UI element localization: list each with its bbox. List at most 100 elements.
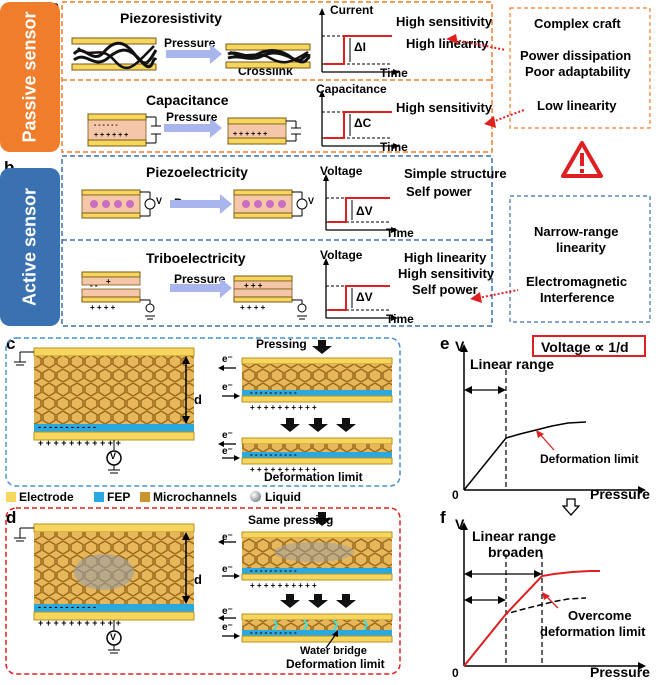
panel-f-overcome-2: deformation limit bbox=[540, 624, 646, 639]
svg-text:+ + + + + + + + + +: + + + + + + + + + + bbox=[250, 465, 317, 474]
panel-e-origin: 0 bbox=[452, 488, 459, 502]
panel-c-deformation: Deformation limit bbox=[264, 470, 363, 484]
panel-e-y-label: V bbox=[455, 338, 465, 354]
piezoelectricity-diagram bbox=[81, 189, 308, 219]
svg-text:- - - - - - - - - -: - - - - - - - - - - bbox=[250, 450, 297, 459]
delta-i-label: ΔI bbox=[354, 40, 366, 54]
legend-fep-swatch bbox=[94, 492, 104, 502]
svg-text:- - - - - - - - - -: - - - - - - - - - - bbox=[250, 388, 297, 397]
panel-c-electron-3: e⁻ bbox=[222, 430, 233, 441]
svg-text:- - - - - - - - - -: - - - - - - - - - - bbox=[250, 628, 297, 637]
active-sensor-tab: Active sensor bbox=[0, 168, 60, 326]
delta-v-label-1: ΔV bbox=[356, 204, 373, 218]
passive-drawback-3: Poor adaptability bbox=[525, 64, 631, 79]
active-drawback-3: Electromagnetic bbox=[526, 274, 628, 289]
bottom-electrode bbox=[71, 63, 157, 71]
legend-fep-label: FEP bbox=[107, 490, 131, 504]
triboelectricity-diagram: + - - + + + + + + + + + + + bbox=[81, 271, 307, 320]
panel-b-letter: b bbox=[4, 158, 14, 178]
active-drawback-1: Narrow-range bbox=[534, 224, 619, 239]
passive-sensor-tab: Passive sensor bbox=[0, 2, 60, 152]
panel-d-letter: d bbox=[6, 508, 17, 527]
panel-f-linear-label-1: Linear range bbox=[472, 528, 557, 544]
piezoresistivity-arrow-label: Pressure bbox=[164, 36, 216, 50]
legend-liquid-swatch bbox=[250, 491, 261, 502]
panel-d-electron-2: e⁻ bbox=[222, 564, 233, 575]
panel-f-x-label: Pressure bbox=[590, 664, 650, 680]
panel-f-y-label: V bbox=[455, 516, 465, 532]
tribo-voltage-label: Voltage bbox=[320, 248, 363, 262]
pointer-arrows bbox=[446, 34, 525, 303]
legend-microchannels-swatch bbox=[140, 492, 150, 502]
svg-text:+ + + + + + + + + +: + + + + + + + + + + + bbox=[38, 618, 121, 628]
svg-text:+ + + + + + + + + +: + + + + + + + + + + bbox=[250, 581, 317, 590]
svg-text:+ + + +: + + + + bbox=[240, 303, 266, 312]
delta-c-label: ΔC bbox=[354, 116, 372, 130]
tribo-feature-2: High sensitivity bbox=[398, 266, 495, 281]
legend-microchannels-label: Microchannels bbox=[153, 490, 238, 504]
panel-c-pressing: Pressing bbox=[256, 337, 307, 351]
capacitance-time-label: Time bbox=[380, 140, 408, 154]
svg-text:- - - - - - - - - -: - - - - - - - - - - - bbox=[38, 422, 96, 432]
panel-d-electron-1: e⁻ bbox=[222, 532, 233, 543]
piezo-voltage-graph bbox=[323, 174, 398, 233]
panel-d-device-left: - - - - - - - - - - - + + + + + + + + + … bbox=[14, 523, 195, 654]
panel-e-limit-label: Deformation limit bbox=[540, 452, 639, 466]
panel-e-letter: e bbox=[440, 334, 450, 353]
panel-c-electron-2: e⁻ bbox=[222, 382, 233, 393]
passive-drawback-2: Power dissipation bbox=[520, 48, 632, 63]
capacitance-diagram: - - - - - - + + + + + + + + + + + + bbox=[87, 113, 301, 147]
passive-drawback-4: Low linearity bbox=[537, 98, 617, 113]
piezoresistivity-feature-2: High linearity bbox=[406, 36, 489, 51]
legend-electrode-label: Electrode bbox=[19, 490, 74, 504]
warning-icon bbox=[561, 141, 603, 178]
passive-drawback-1: Complex craft bbox=[534, 16, 621, 31]
svg-text:- - - - - -: - - - - - - bbox=[94, 122, 118, 129]
panel-d-pressing: Same pressing bbox=[248, 513, 334, 527]
panel-f-letter: f bbox=[440, 508, 446, 527]
svg-text:+: + bbox=[106, 277, 111, 286]
current-time-label: Time bbox=[380, 66, 408, 80]
piezoresistivity-feature-1: High sensitivity bbox=[396, 14, 493, 29]
capacitance-graph bbox=[319, 90, 400, 149]
formula-box: Voltage ∝ 1/d bbox=[532, 335, 646, 357]
panel-f-chart bbox=[460, 522, 646, 670]
piezo-time-label: Time bbox=[386, 226, 414, 240]
legend-electrode-swatch bbox=[6, 492, 16, 502]
panel-e-chart bbox=[460, 344, 646, 494]
tribo-feature-1: High linearity bbox=[404, 250, 487, 265]
tribo-voltage-graph bbox=[323, 258, 398, 321]
pressure-arrow bbox=[166, 44, 222, 64]
svg-text:+ + + +: + + + + bbox=[90, 303, 116, 312]
panel-d-water-bridge: Water bridge bbox=[300, 645, 367, 657]
piezoresistivity-title: Piezoresistivity bbox=[120, 10, 222, 26]
panel-d-electron-4: e⁻ bbox=[222, 622, 233, 633]
panel-d-device-right: - - - - - - - - - - + + + + + + + + + + … bbox=[218, 512, 393, 649]
panel-d-d-label: d bbox=[194, 572, 202, 587]
piezo-feature-1: Simple structure bbox=[404, 166, 507, 181]
active-drawback-4: Interference bbox=[540, 290, 615, 305]
piezo-voltage-label: Voltage bbox=[320, 164, 363, 178]
panel-d-deformation: Deformation limit bbox=[286, 657, 385, 671]
panel-c-device-left: - - - - - - - - - - - + + + + + + + + + … bbox=[14, 347, 195, 474]
panel-e-linear-label: Linear range bbox=[470, 356, 555, 372]
active-drawback-2: linearity bbox=[556, 240, 606, 255]
svg-text:- - - - - - - - - -: - - - - - - - - - - - bbox=[38, 602, 96, 612]
triboelectricity-title: Triboelectricity bbox=[146, 250, 246, 266]
panel-c-device-right: - - - - - - - - - - + + + + + + + + + + … bbox=[218, 340, 393, 474]
tribo-feature-3: Self power bbox=[412, 282, 478, 297]
svg-text:+ + +: + + + bbox=[244, 281, 263, 290]
capacitance-axis-label: Capacitance bbox=[316, 82, 387, 96]
svg-text:- -: - - bbox=[90, 281, 98, 290]
svg-text:+ + + + + + + + + +: + + + + + + + + + + bbox=[250, 403, 317, 412]
formula-text: Voltage ∝ 1/d bbox=[541, 339, 629, 355]
panel-e-x-label: Pressure bbox=[590, 486, 650, 502]
current-graph bbox=[319, 8, 400, 75]
piezoelectricity-title: Piezoelectricity bbox=[146, 164, 248, 180]
piezo-v-label-2: V bbox=[308, 196, 315, 206]
panel-c-v-label: V bbox=[110, 451, 117, 461]
down-arrow-icon bbox=[562, 498, 580, 516]
svg-text:+ + + + + +: + + + + + + bbox=[233, 131, 267, 138]
